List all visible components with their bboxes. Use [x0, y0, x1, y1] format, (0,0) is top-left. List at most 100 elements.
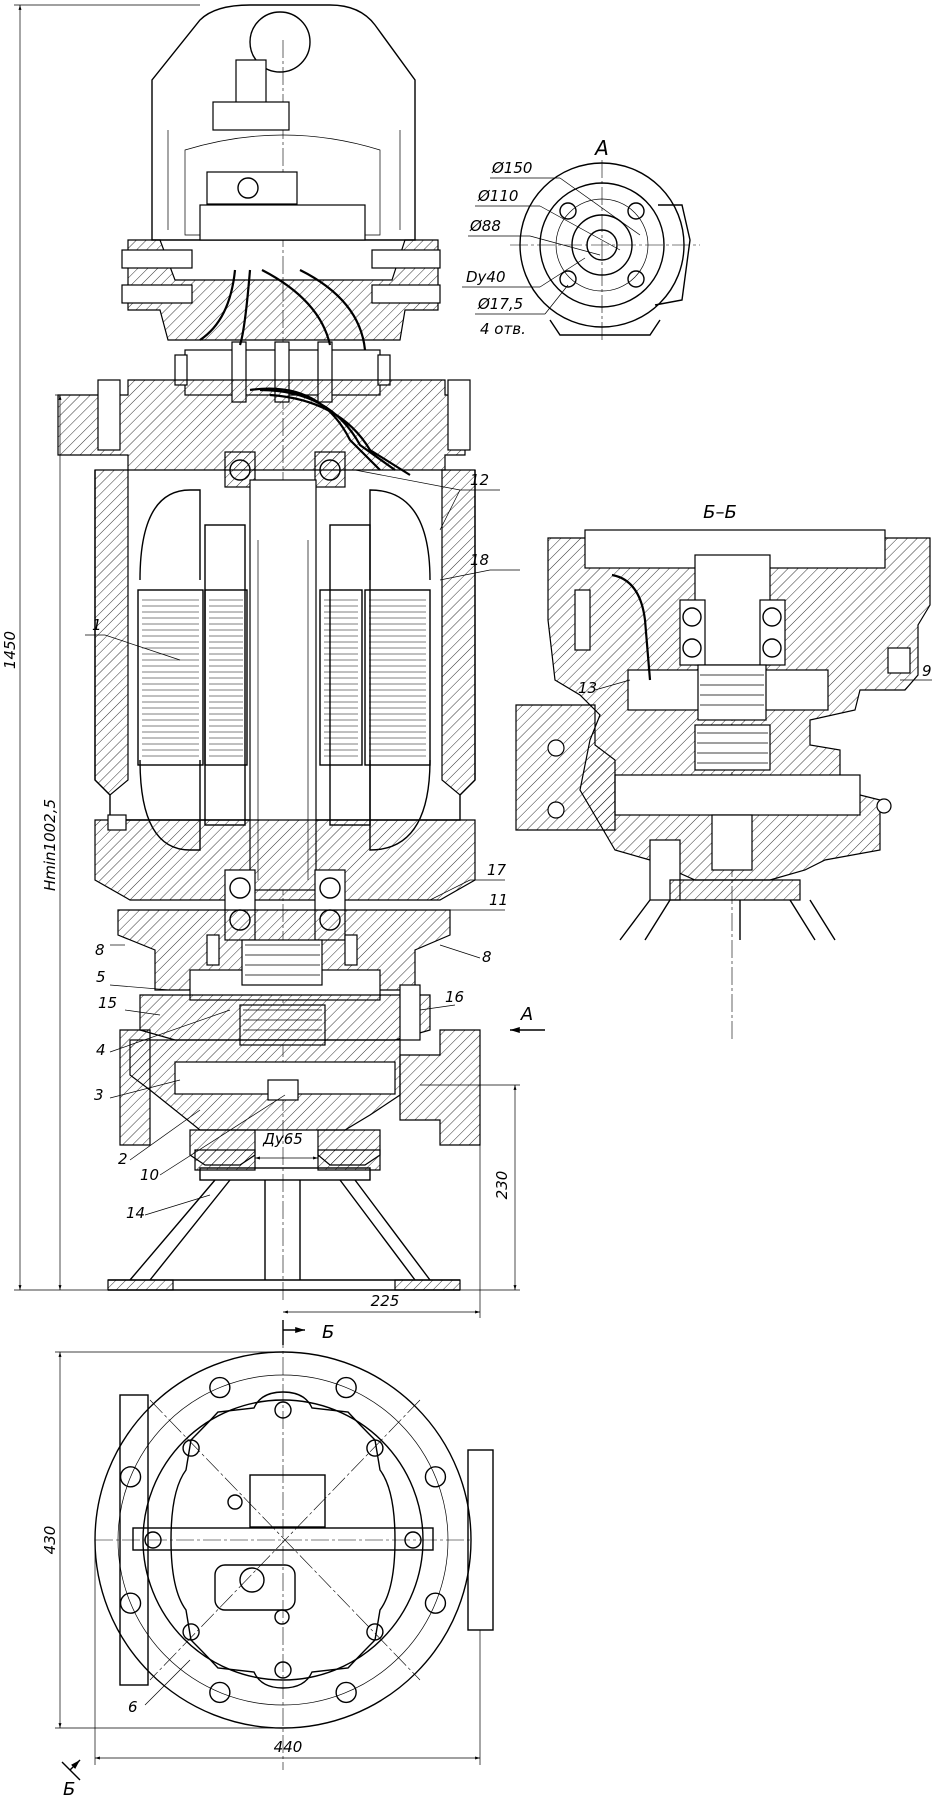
section-b-b: Б–Б 13 9: [515, 502, 932, 1040]
cable-box-cover: [199, 204, 366, 241]
section-bb-sensor-cable: [611, 573, 652, 681]
dim-base-height: 230: [493, 1171, 511, 1200]
cable-gland: [206, 171, 298, 205]
plan-nameplate: [249, 1474, 326, 1528]
part-18: 18: [470, 551, 489, 569]
flange-bolt-icon: [424, 1592, 447, 1614]
part-9: 9: [922, 662, 932, 680]
bolt-left-upper: [121, 249, 193, 269]
part-17: 17: [487, 861, 507, 879]
svg-text:А: А: [520, 1004, 533, 1025]
part-callouts: 1 12 18 17 11 8 8 5 15 16 4 3 2 10 14: [85, 469, 520, 1222]
section-bb-shaft: [694, 554, 771, 666]
flange-stud: [399, 984, 421, 1041]
casing-flange-left: [119, 1029, 151, 1146]
part-2: 2: [118, 1150, 128, 1168]
part-11: 11: [489, 891, 508, 909]
flange-bolt-icon: [335, 1376, 357, 1399]
lifting-eye: [249, 11, 311, 73]
part-6: 6: [128, 1698, 138, 1716]
dim-holes: 4 отв.: [480, 320, 526, 338]
cover-bolt-icon: [366, 1623, 384, 1641]
part-5: 5: [96, 968, 106, 986]
part-14: 14: [126, 1204, 145, 1222]
plan-left-flange: [119, 1394, 149, 1686]
plan-cross-bar: [132, 1527, 434, 1551]
section-mark-b-bottom: Б: [63, 1779, 75, 1797]
impeller-nut: [267, 1079, 299, 1101]
part-3: 3: [94, 1086, 104, 1104]
housing-plug: [107, 814, 127, 831]
dim-plan-height: 430: [41, 1526, 59, 1555]
part-1: 1: [92, 616, 102, 634]
section-bb-flange: [515, 704, 616, 831]
part-15: 15: [98, 994, 117, 1012]
dim-d150: Ø150: [491, 159, 532, 177]
cover-bolt-icon: [366, 1439, 384, 1457]
part-12: 12: [470, 471, 489, 489]
dim-d88: Ø88: [469, 217, 501, 235]
section-bb-bolt: [574, 589, 591, 651]
view-a-title: А: [593, 136, 609, 160]
part-10: 10: [140, 1166, 159, 1184]
cover-bolt-icon: [274, 1401, 292, 1419]
cover-bolt-icon: [274, 1661, 292, 1679]
section-mark-b-top: Б: [322, 1322, 334, 1343]
plug-right: [344, 934, 358, 966]
discharge-flange: [399, 1029, 481, 1146]
dim-dy40: Dy40: [466, 268, 506, 286]
plan-star-flange: [170, 1391, 396, 1689]
power-cables: [199, 269, 367, 351]
lifting-bracket: [151, 4, 416, 241]
bolt-right-upper: [371, 249, 441, 269]
plan-cable-box: [214, 1564, 296, 1611]
shackle-bolt-block: [212, 101, 290, 131]
section-bb-title: Б–Б: [703, 502, 737, 523]
upper-cover: [127, 239, 439, 341]
view-arrow-a: А: [509, 1004, 545, 1033]
dim-d110: Ø110: [477, 187, 518, 205]
eyebolt-left: [97, 379, 121, 451]
plan-view: 430 440 6 Б Б: [41, 1320, 494, 1797]
section-bb-plug: [887, 647, 911, 674]
part-8-left: 8: [95, 941, 105, 959]
eyebolt-right: [447, 379, 471, 451]
part-16: 16: [445, 988, 464, 1006]
section-bb-bearing-left: [679, 599, 706, 666]
stator-core: [137, 589, 431, 766]
cover-bolt-icon: [404, 1531, 422, 1549]
intermediate-flange: [139, 994, 431, 1041]
plan-inner-bolts: [144, 1401, 422, 1679]
section-bb-seal-upper: [697, 664, 767, 721]
main-dimensions: 1450 Hmin1002,5 230 225 Ду65: [1, 4, 520, 1318]
dim-outlet-offset: 225: [371, 1292, 400, 1310]
flange-bolt-icon: [209, 1681, 231, 1704]
section-bb-bearing-right: [759, 599, 786, 666]
dim-outlet-dn: Ду65: [262, 1130, 303, 1148]
lower-end-shield: [94, 819, 476, 901]
support-stand: [107, 1167, 461, 1291]
cover-bolt-icon: [182, 1623, 200, 1641]
dim-hmin: Hmin1002,5: [41, 799, 59, 891]
flange-bolt-icon: [424, 1466, 447, 1488]
plan-right-flange: [467, 1449, 494, 1631]
cover-bolt-icon: [182, 1439, 200, 1457]
section-bb-impeller: [614, 774, 861, 816]
dim-total-height: 1450: [1, 631, 19, 669]
dim-plan-width: 440: [274, 1738, 303, 1756]
bolt-right-lower: [371, 284, 441, 304]
dim-d17-5: Ø17,5: [477, 295, 523, 313]
part-8-right: 8: [482, 948, 492, 966]
bolt-left-lower: [121, 284, 193, 304]
flange-bolt-icon: [209, 1376, 231, 1399]
flange-bolt-icon: [335, 1681, 357, 1704]
part-4: 4: [96, 1041, 106, 1059]
section-bb-seal-lower: [694, 724, 771, 771]
motor-head-flange: [57, 379, 466, 471]
main-elevation-view: [57, 4, 481, 1300]
plug-left: [206, 934, 220, 966]
view-a-flange: А Ø150 Ø110 Ø88 Dy40 Ø17,5 4 отв.: [462, 136, 700, 340]
cover-bolt-icon: [144, 1531, 162, 1549]
part-13: 13: [578, 679, 597, 697]
